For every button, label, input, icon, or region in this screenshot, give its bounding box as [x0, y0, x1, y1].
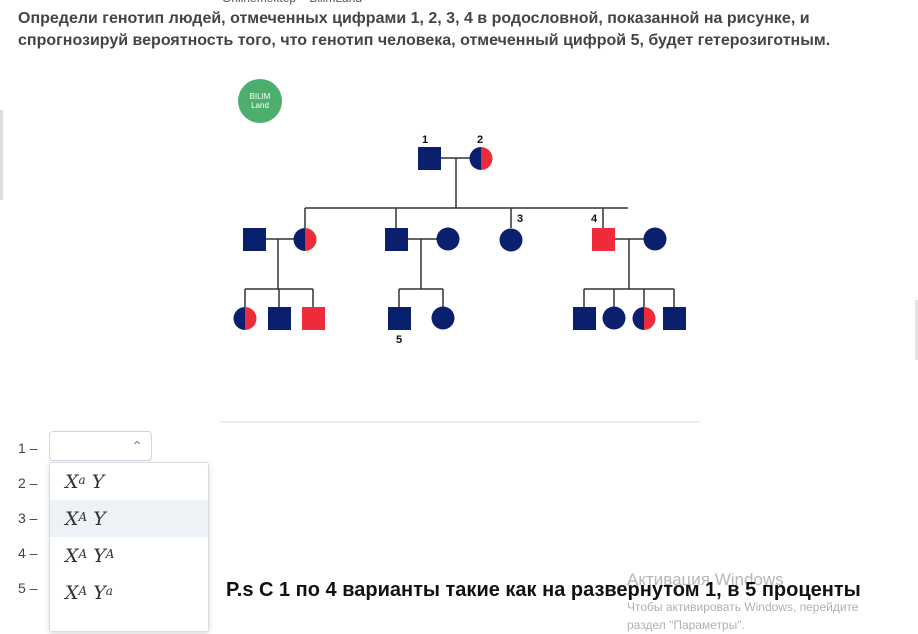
- question-text: Определи генотип людей, отмеченных цифра…: [18, 10, 831, 49]
- granddaughter-c2: [602, 306, 626, 330]
- logo-line2: Land: [251, 101, 269, 110]
- granddaughter-carrier-a: [233, 307, 257, 330]
- grandson-c1: [573, 307, 596, 330]
- answer-label-2: 2 –: [18, 475, 38, 491]
- person-2-female-carrier: [469, 147, 493, 170]
- son-unaffected-b: [385, 228, 408, 251]
- daughter-carrier-a: [293, 228, 317, 251]
- person-4-male-affected: [592, 228, 615, 251]
- spouse-female-c: [643, 227, 667, 251]
- grandson-unaffected-a: [268, 307, 291, 330]
- person-1-male: [418, 147, 441, 170]
- spouse-female-b: [436, 227, 460, 251]
- left-edge-strip: [0, 110, 3, 200]
- grandson-c4: [663, 307, 686, 330]
- person-5-male: [388, 307, 411, 330]
- window-title-fragment: Onlinemektep – BilimLand: [222, 0, 362, 5]
- windows-activation-title: Активация Windows: [627, 570, 784, 589]
- label-2: 2: [477, 134, 483, 146]
- windows-activation-text: Чтобы активировать Windows, перейдите ра…: [627, 600, 859, 632]
- answer-label-1: 1 –: [18, 440, 38, 456]
- label-1: 1: [422, 134, 428, 146]
- person-3-female: [499, 228, 523, 252]
- label-4: 4: [591, 213, 598, 225]
- spouse-male-a: [243, 228, 266, 251]
- user-comment: P.s С 1 по 4 варианты такие как на разве…: [226, 579, 861, 601]
- grandson-affected-a: [302, 307, 325, 330]
- genotype-select-1[interactable]: ⌃: [49, 431, 152, 461]
- logo-line1: BILIM: [249, 92, 271, 101]
- answer-label-3: 3 –: [18, 510, 38, 526]
- right-edge-strip: [915, 300, 918, 360]
- label-5: 5: [396, 334, 402, 346]
- granddaughter-b: [431, 306, 455, 330]
- label-3: 3: [517, 213, 523, 225]
- answer-label-5: 5 –: [18, 580, 38, 596]
- separator-line: [220, 421, 700, 423]
- bilimland-logo: BILIM Land: [238, 79, 282, 123]
- answer-label-4: 4 –: [18, 545, 38, 561]
- pedigree-diagram: 1 2 3 4 5: [233, 134, 686, 346]
- granddaughter-carrier-c3: [632, 307, 656, 330]
- chevron-up-icon[interactable]: ⌃: [131, 438, 143, 454]
